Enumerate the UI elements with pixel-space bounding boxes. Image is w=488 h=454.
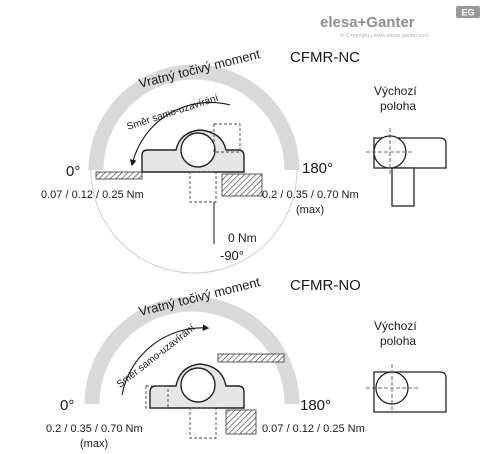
nc-torque-right-note: (max) [296,204,324,216]
no-angle-end: 180° [300,397,331,414]
no-torque-left: 0.2 / 0.35 / 0.70 Nm [46,423,143,435]
no-initial-label-2: poloha [380,334,416,348]
nc-dashed-leaf-top [213,123,241,153]
nc-torque-arc [88,64,300,171]
nc-direction-arrow [129,101,231,167]
no-direction-arrow [121,324,210,396]
nc-torque-right: 0.2 / 0.35 / 0.70 Nm [262,189,359,201]
no-title: CFMR-NO [290,277,361,294]
no-dashed-leaf-left [145,385,169,409]
brand-logo: elesa+Ganter EG © Copyright | www.elesa-… [320,6,480,39]
no-initial-label-1: Výchozí [374,319,417,333]
nc-base-block [221,173,263,197]
copyright-text: © Copyright | www.elesa-ganter.com [340,32,429,39]
nc-torque-left: 0.07 / 0.12 / 0.25 Nm [41,189,144,201]
nc-title: CFMR-NC [290,49,360,66]
nc-angle-start: 0° [66,163,80,180]
nc-dashed-leaf-bottom [189,171,217,203]
nc-hinge-pin [180,132,216,168]
nc-bottom-angle: -90° [220,248,244,263]
nc-initial-position: Výchozí poloha [366,84,447,207]
no-right-lever [217,353,285,363]
brand-logo-text: elesa+Ganter [320,14,415,31]
no-torque-left-note: (max) [80,438,108,450]
nc-mini-leaf [391,167,415,207]
nc-diagram: CFMR-NC Vratný točivý moment Směr samo-u… [41,46,447,274]
no-diagram: CFMR-NO Vratný točivý moment Směr samo-u… [46,274,447,450]
no-hinge-pin [180,367,216,403]
nc-initial-label-1: Výchozí [374,84,417,98]
no-base-block [225,409,257,435]
brand-badge [456,6,480,18]
nc-left-lever [95,171,143,180]
nc-direction-label: Směr samo-uzavírání [126,93,221,133]
nc-bottom-torque: 0 Nm [228,231,257,245]
no-torque-right: 0.07 / 0.12 / 0.25 Nm [262,423,365,435]
nc-angle-end: 180° [302,160,333,177]
no-dashed-leaf-bottom [189,407,217,439]
no-angle-start: 0° [60,397,74,414]
brand-badge-text: EG [461,8,474,18]
no-initial-position: Výchozí poloha [366,319,447,413]
nc-initial-label-2: poloha [380,99,416,113]
